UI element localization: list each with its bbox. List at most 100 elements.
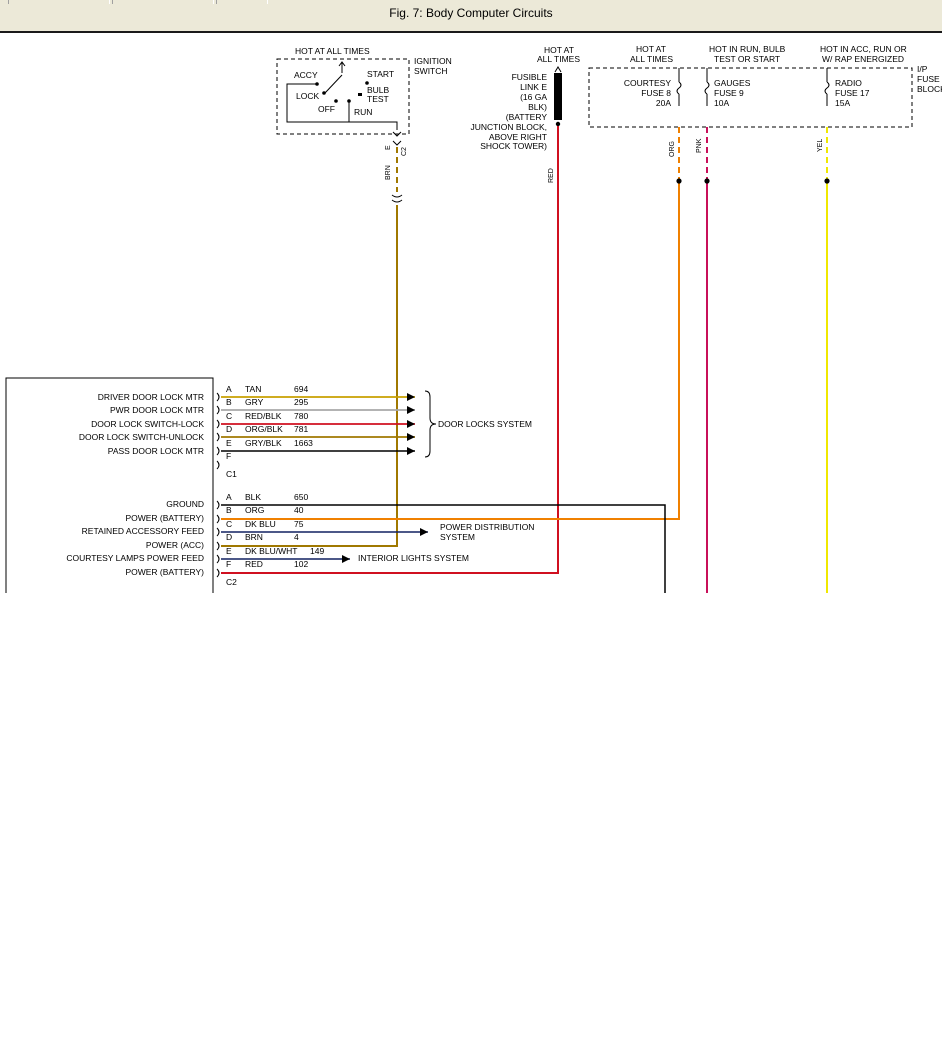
splice-dot	[704, 178, 710, 184]
ignition-name-2: SWITCH	[414, 66, 448, 76]
fuse-wire-label: ORG	[669, 141, 676, 157]
pin-letter: F	[226, 559, 231, 569]
interior-lights-destination: INTERIOR LIGHTS SYSTEM	[358, 553, 469, 563]
ignition-switch-box	[276, 58, 410, 135]
pin-bracket	[216, 432, 220, 442]
fuse-gauges: HOT IN RUN, BULB TEST OR START GAUGES FU…	[696, 44, 786, 153]
ignition-bus	[286, 83, 398, 130]
pin-function-label: PWR DOOR LOCK MTR	[110, 405, 204, 415]
connector-name: C2	[226, 577, 237, 587]
ignition-bulb-label-2: TEST	[367, 94, 389, 104]
fuse-label-3: 15A	[835, 98, 850, 108]
fuse-courtesy: HOT AT ALL TIMES COURTESY FUSE 8 20A ORG	[624, 44, 682, 157]
fusible-line: (16 GA	[520, 92, 547, 102]
wire-color-label: RED/BLK	[245, 411, 282, 421]
pin-bracket	[216, 446, 220, 456]
pin-function-label: DOOR LOCK SWITCH-UNLOCK	[79, 432, 204, 442]
connector-c2: GROUND POWER (BATTERY) RETAINED ACCESSOR…	[66, 492, 534, 587]
pin-function-label: DRIVER DOOR LOCK MTR	[98, 392, 204, 402]
pin-bracket	[216, 541, 220, 551]
circuit-number: 102	[294, 559, 308, 569]
fuse-header-1: HOT IN RUN, BULB	[709, 44, 786, 54]
fusible-line: ABOVE RIGHT	[489, 132, 547, 142]
fusible-header-2: ALL TIMES	[537, 54, 580, 64]
wires	[221, 126, 830, 593]
power-distribution-destination-2: SYSTEM	[440, 532, 475, 542]
ignition-switch: HOT AT ALL TIMES IGNITION SWITCH ACCY ST…	[276, 46, 452, 203]
wire-color-label: GRY/BLK	[245, 438, 282, 448]
module-outline	[5, 377, 214, 593]
pin-letter: F	[226, 451, 231, 461]
wire-color-label: TAN	[245, 384, 261, 394]
fuse-label-1: GAUGES	[714, 78, 751, 88]
pin-bracket	[216, 554, 220, 564]
ignition-feed-arrow	[338, 61, 346, 73]
circuit-number: 4	[294, 532, 299, 542]
circuit-number: 650	[294, 492, 308, 502]
ignition-accy-label: ACCY	[294, 70, 318, 80]
pin-bracket	[216, 527, 220, 537]
ignition-switch-contact	[324, 74, 343, 94]
fuse-block-box	[588, 67, 913, 128]
pin-letter: C	[226, 519, 232, 529]
wire-ground	[221, 504, 666, 593]
ignition-terminal	[347, 99, 351, 103]
tab-stub	[216, 0, 268, 4]
pin-brackets	[216, 500, 220, 578]
pin-function-label: PASS DOOR LOCK MTR	[108, 446, 204, 456]
fusible-wire-label: RED	[548, 168, 555, 183]
splice-dot	[824, 178, 830, 184]
wire-color-label: RED	[245, 559, 263, 569]
pin-letter: C	[226, 411, 232, 421]
fusible-feed-arrow	[554, 66, 562, 73]
ignition-run-label: RUN	[354, 107, 372, 117]
wire-red-battery	[221, 126, 559, 574]
fuse-block-name-1: I/P	[917, 64, 928, 74]
pin-function-label: COURTESY LAMPS POWER FEED	[66, 553, 204, 563]
fuse-header-2: ALL TIMES	[630, 54, 673, 64]
body-computer-module: DRIVER DOOR LOCK MTR PWR DOOR LOCK MTR D…	[5, 377, 534, 593]
wire-ign-brown	[221, 205, 398, 547]
fuse-header-2: TEST OR START	[714, 54, 780, 64]
tab-stub	[112, 0, 214, 4]
ignition-terminal	[334, 99, 338, 103]
fuse-header-1: HOT AT	[636, 44, 666, 54]
fusible-line: JUNCTION BLOCK,	[470, 122, 547, 132]
ignition-connector-symbol	[392, 131, 402, 137]
fuse-label-1: COURTESY	[624, 78, 671, 88]
window-title: Fig. 7: Body Computer Circuits	[389, 6, 553, 20]
fuse-header-2: W/ RAP ENERGIZED	[822, 54, 904, 64]
pin-bracket	[216, 405, 220, 415]
ignition-terminal	[365, 81, 369, 85]
fusible-line: FUSIBLE	[512, 72, 548, 82]
pin-letter: A	[226, 492, 232, 502]
fuse-radio: HOT IN ACC, RUN OR W/ RAP ENERGIZED RADI…	[817, 44, 907, 152]
pin-bracket	[216, 500, 220, 510]
fusible-splice	[555, 121, 561, 127]
wire-color-label: DK BLU	[245, 519, 276, 529]
wire-color-label: BRN	[245, 532, 263, 542]
fuse-block-name-3: BLOCK	[917, 84, 942, 94]
ignition-wire-label: BRN	[385, 165, 392, 180]
fuse-element	[704, 68, 710, 106]
fuse-label-3: 20A	[656, 98, 671, 108]
pin-letter: E	[226, 438, 232, 448]
fusible-line: SHOCK TOWER)	[480, 141, 547, 151]
pin-letter: B	[226, 505, 232, 515]
wire-orange	[221, 181, 680, 520]
fuse-block: I/P FUSE BLOCK HOT AT ALL TIMES COURTESY…	[588, 44, 942, 157]
fusible-link: HOT AT ALL TIMES FUSIBLE LINK E (16 GA B…	[470, 45, 580, 183]
fuse-element	[676, 68, 682, 106]
fuse-header-1: HOT IN ACC, RUN OR	[820, 44, 907, 54]
ignition-start-label: START	[367, 69, 394, 79]
pin-brackets	[216, 392, 220, 470]
pin-bracket	[216, 568, 220, 578]
pin-letter: D	[226, 532, 232, 542]
ignition-connector-symbol	[392, 140, 402, 146]
circuit-number: 75	[294, 519, 304, 529]
connector-c1: DRIVER DOOR LOCK MTR PWR DOOR LOCK MTR D…	[79, 384, 532, 479]
power-distribution-destination-1: POWER DISTRIBUTION	[440, 522, 534, 532]
ignition-terminal	[322, 91, 326, 95]
pin-function-label: GROUND	[166, 499, 204, 509]
ignition-lock-label: LOCK	[296, 91, 319, 101]
